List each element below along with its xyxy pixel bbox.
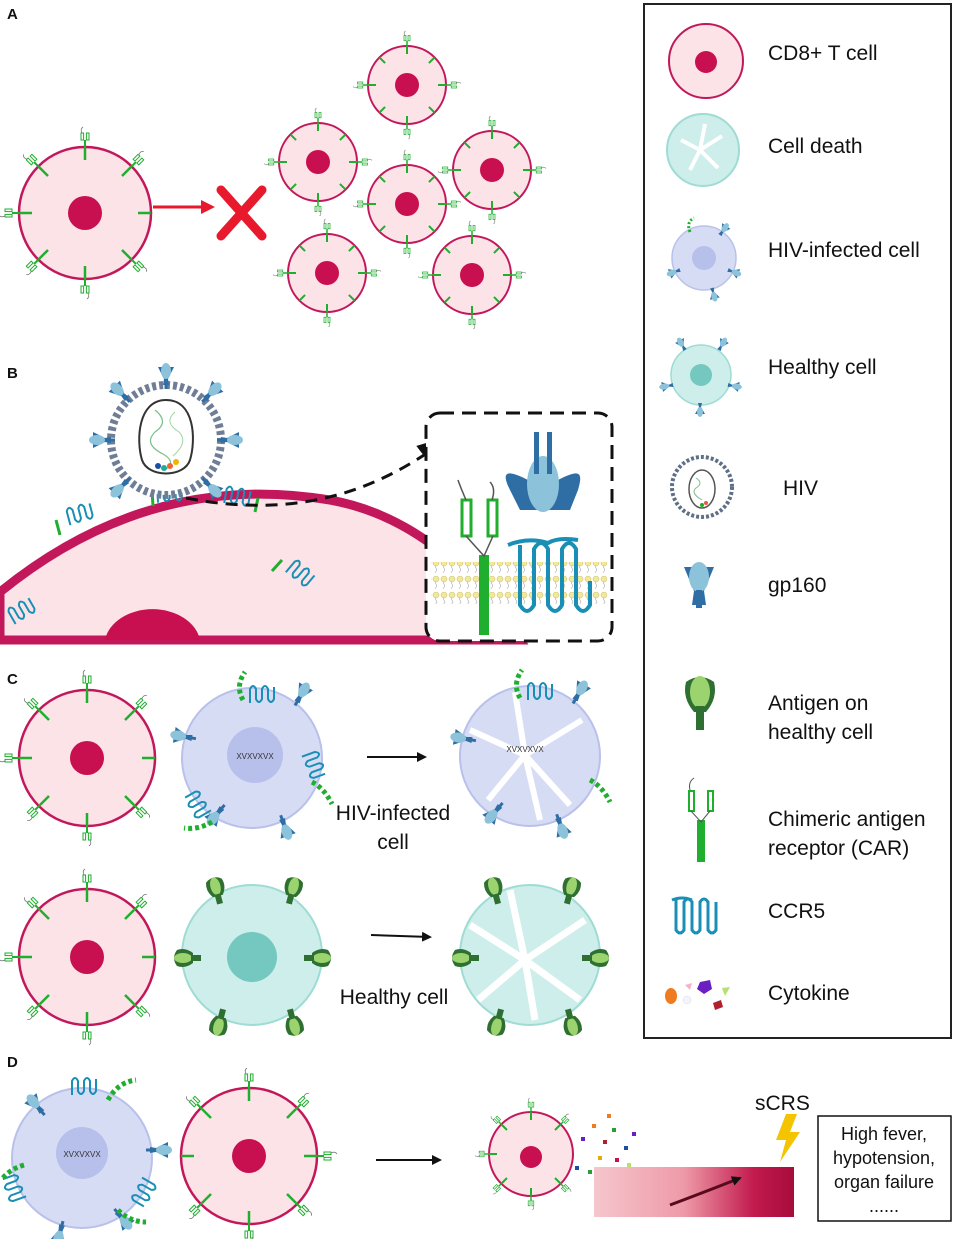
legend-cytokine-icon	[665, 980, 730, 1010]
legend-healthy-icon	[658, 335, 743, 417]
symptom-line-4: ......	[869, 1196, 899, 1216]
legend-hiv-icon	[670, 455, 734, 519]
legend-gp160-icon	[684, 562, 714, 608]
legend-ccr5-icon	[671, 896, 718, 935]
legend-frame	[643, 3, 952, 1039]
panel-c-healthy-cell	[174, 875, 331, 1038]
legend-antigen-icon	[685, 676, 715, 730]
panel-c-infected-cell-death: XVXVXVX	[448, 668, 613, 842]
panel-d-cytokine-release	[575, 1114, 636, 1174]
legend-car-icon	[688, 777, 714, 862]
panel-c-healthy-cell-death	[452, 875, 609, 1038]
svg-text:XVXVXVX: XVXVXVX	[236, 752, 274, 761]
svg-text:XVXVXVX: XVXVXVX	[506, 745, 544, 754]
panel-d-activated-car-t	[474, 1097, 574, 1211]
panel-a-blocked-cross	[216, 185, 267, 241]
panel-a-car-t-cell	[0, 126, 153, 300]
panel-c-infected-caption-2: cell	[377, 831, 409, 854]
hiv-virion	[89, 363, 243, 503]
expanded-car-t-cell	[272, 218, 382, 328]
panel-d-blood-vessel	[594, 1167, 794, 1217]
legend-cytokine-label: Cytokine	[768, 982, 850, 1005]
panel-a-expanded-cells	[263, 30, 547, 330]
panel-c-arrow-2	[370, 931, 432, 942]
panel-c-healthy-caption: Healthy cell	[340, 986, 449, 1009]
lightning-icon	[776, 1114, 800, 1162]
panel-c-car-t-cell-2	[0, 868, 157, 1046]
legend-cell-death-icon	[666, 113, 740, 187]
symptom-line-2: hypotension,	[833, 1148, 935, 1168]
legend-cell-death-label: Cell death	[768, 135, 863, 158]
legend-cd8-label: CD8+ T cell	[768, 42, 878, 65]
expanded-car-t-cell	[263, 107, 373, 217]
panel-b-zoom-inset	[424, 411, 614, 643]
legend-ccr5-label: CCR5	[768, 900, 825, 923]
legend-gp160-label: gp160	[768, 574, 826, 597]
expanded-car-t-cell	[352, 149, 462, 259]
panel-c-car-t-cell-1	[0, 669, 157, 847]
panel-label-b: B	[7, 365, 18, 382]
legend-infected-label: HIV-infected cell	[768, 239, 920, 262]
panel-label-c: C	[7, 671, 18, 688]
symptom-line-1: High fever,	[841, 1124, 927, 1144]
legend-hiv-label: HIV	[783, 477, 818, 500]
legend-infected-icon	[665, 216, 743, 303]
legend-antigen-label-2: healthy cell	[768, 721, 873, 744]
panel-c-infected-caption-1: HIV-infected	[336, 802, 450, 825]
svg-text:XVXVXVX: XVXVXVX	[63, 1150, 101, 1159]
legend-cd8-icon	[668, 23, 744, 99]
panel-label-d: D	[7, 1054, 18, 1071]
panel-b-dashed-arrow	[185, 435, 452, 507]
expanded-car-t-cell	[352, 30, 462, 140]
panel-label-a: A	[7, 6, 18, 23]
legend-car-label-2: receptor (CAR)	[768, 837, 909, 860]
panel-c-infected-cell: XVXVXVX	[168, 670, 335, 843]
legend-healthy-label: Healthy cell	[768, 356, 877, 379]
expanded-car-t-cell	[417, 220, 527, 330]
panel-d-scrs-label: sCRS	[755, 1092, 810, 1115]
legend-car-label-1: Chimeric antigen	[768, 808, 926, 831]
legend-antigen-label-1: Antigen on	[768, 692, 868, 715]
panel-d-infected-cell: XVXVXVX	[0, 1077, 172, 1239]
symptom-line-3: organ failure	[834, 1172, 934, 1192]
legend: CD8+ T cell Cell death HIV-infected cell…	[643, 3, 952, 1039]
panel-d-car-t-cell	[179, 1067, 338, 1239]
expanded-car-t-cell	[437, 115, 547, 225]
panel-d-symptoms-box: High fever, hypotension, organ failure .…	[817, 1115, 952, 1222]
